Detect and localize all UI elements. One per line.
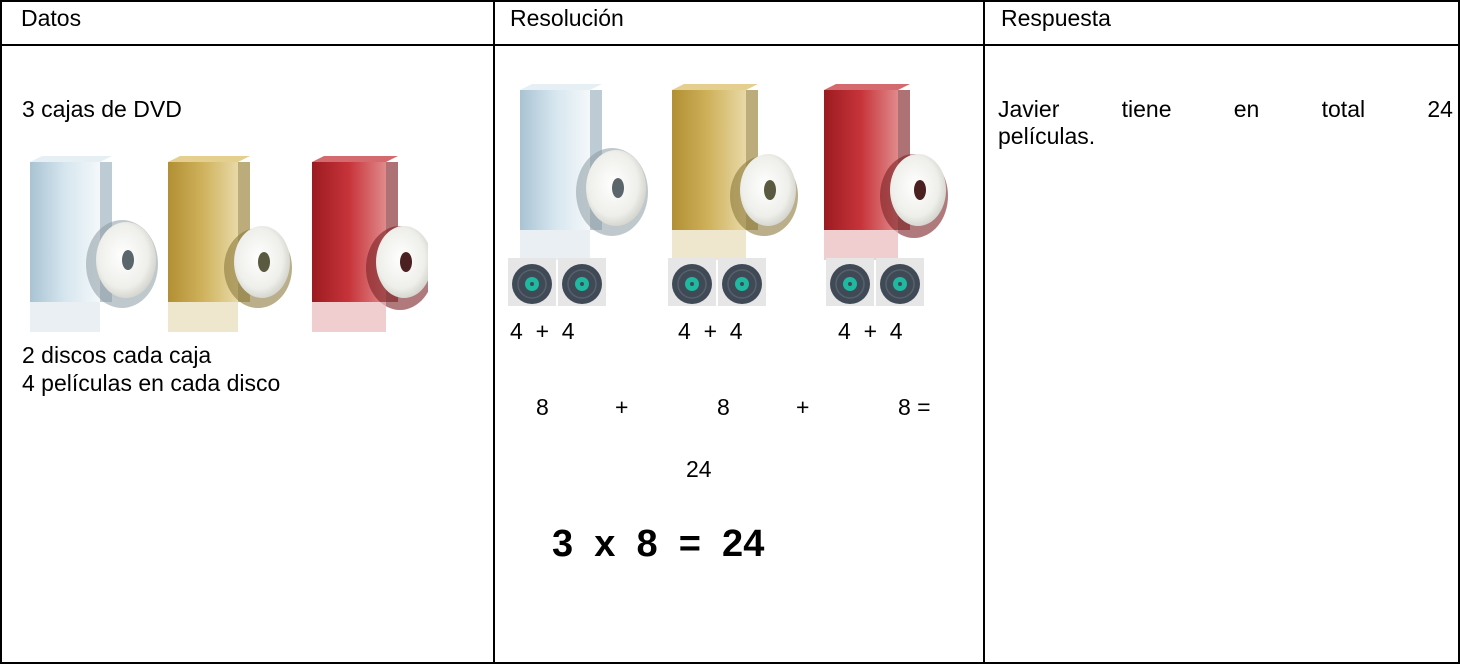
table-right-border [1458,0,1460,664]
gold-dvd-box [168,156,292,332]
blue-dvd-box [30,156,158,332]
vinyl-disc-icon [876,258,924,306]
vinyl-disc-icon [718,258,766,306]
answer-word: en [1233,96,1260,122]
answer-word: tiene [1121,96,1172,122]
datos-line-discs: 2 discos cada caja [22,342,212,368]
vinyl-disc-icon [668,258,716,306]
blue-dvd-box [520,84,648,260]
gold-dvd-box [672,84,798,260]
table-left-border [0,0,2,664]
header-row-border [0,44,1460,46]
red-dvd-box [312,156,428,332]
column-divider-2 [983,0,985,664]
sum-box-1: 4 + 4 [510,318,575,344]
plus-sign-1: + [615,394,629,420]
sum-box-3: 4 + 4 [838,318,903,344]
header-resolucion: Resolución [510,5,624,31]
vinyl-disc-icon [508,258,556,306]
red-dvd-box [824,84,948,260]
datos-line-boxes: 3 cajas de DVD [22,96,182,122]
dvd-boxes-image-2 [508,84,954,260]
disc-icons-row [508,258,924,306]
datos-line-movies: 4 películas en cada disco [22,370,281,396]
header-respuesta: Respuesta [1001,5,1111,31]
table-bottom-border [0,662,1460,664]
sum-box-2: 4 + 4 [678,318,743,344]
answer-line-2: películas. [998,123,1096,149]
sum-total: 24 [686,456,712,482]
subtotal-1: 8 [536,394,549,420]
multiplication-result: 3 x 8 = 24 [552,523,765,565]
answer-word: 24 [1427,96,1453,122]
header-datos: Datos [21,5,82,31]
subtotal-2: 8 [717,394,730,420]
table-top-border [0,0,1460,2]
answer-word: total [1321,96,1366,122]
column-divider-1 [493,0,495,664]
dvd-boxes-image [22,156,428,332]
subtotal-3: 8 = [898,394,931,420]
answer-word: Javier [998,96,1060,122]
plus-sign-2: + [796,394,810,420]
vinyl-disc-icon [558,258,606,306]
vinyl-disc-icon [826,258,874,306]
answer-line-1: Javier tiene en total 24 [998,96,1453,123]
answer-text: Javier tiene en total 24 películas. [998,96,1453,150]
